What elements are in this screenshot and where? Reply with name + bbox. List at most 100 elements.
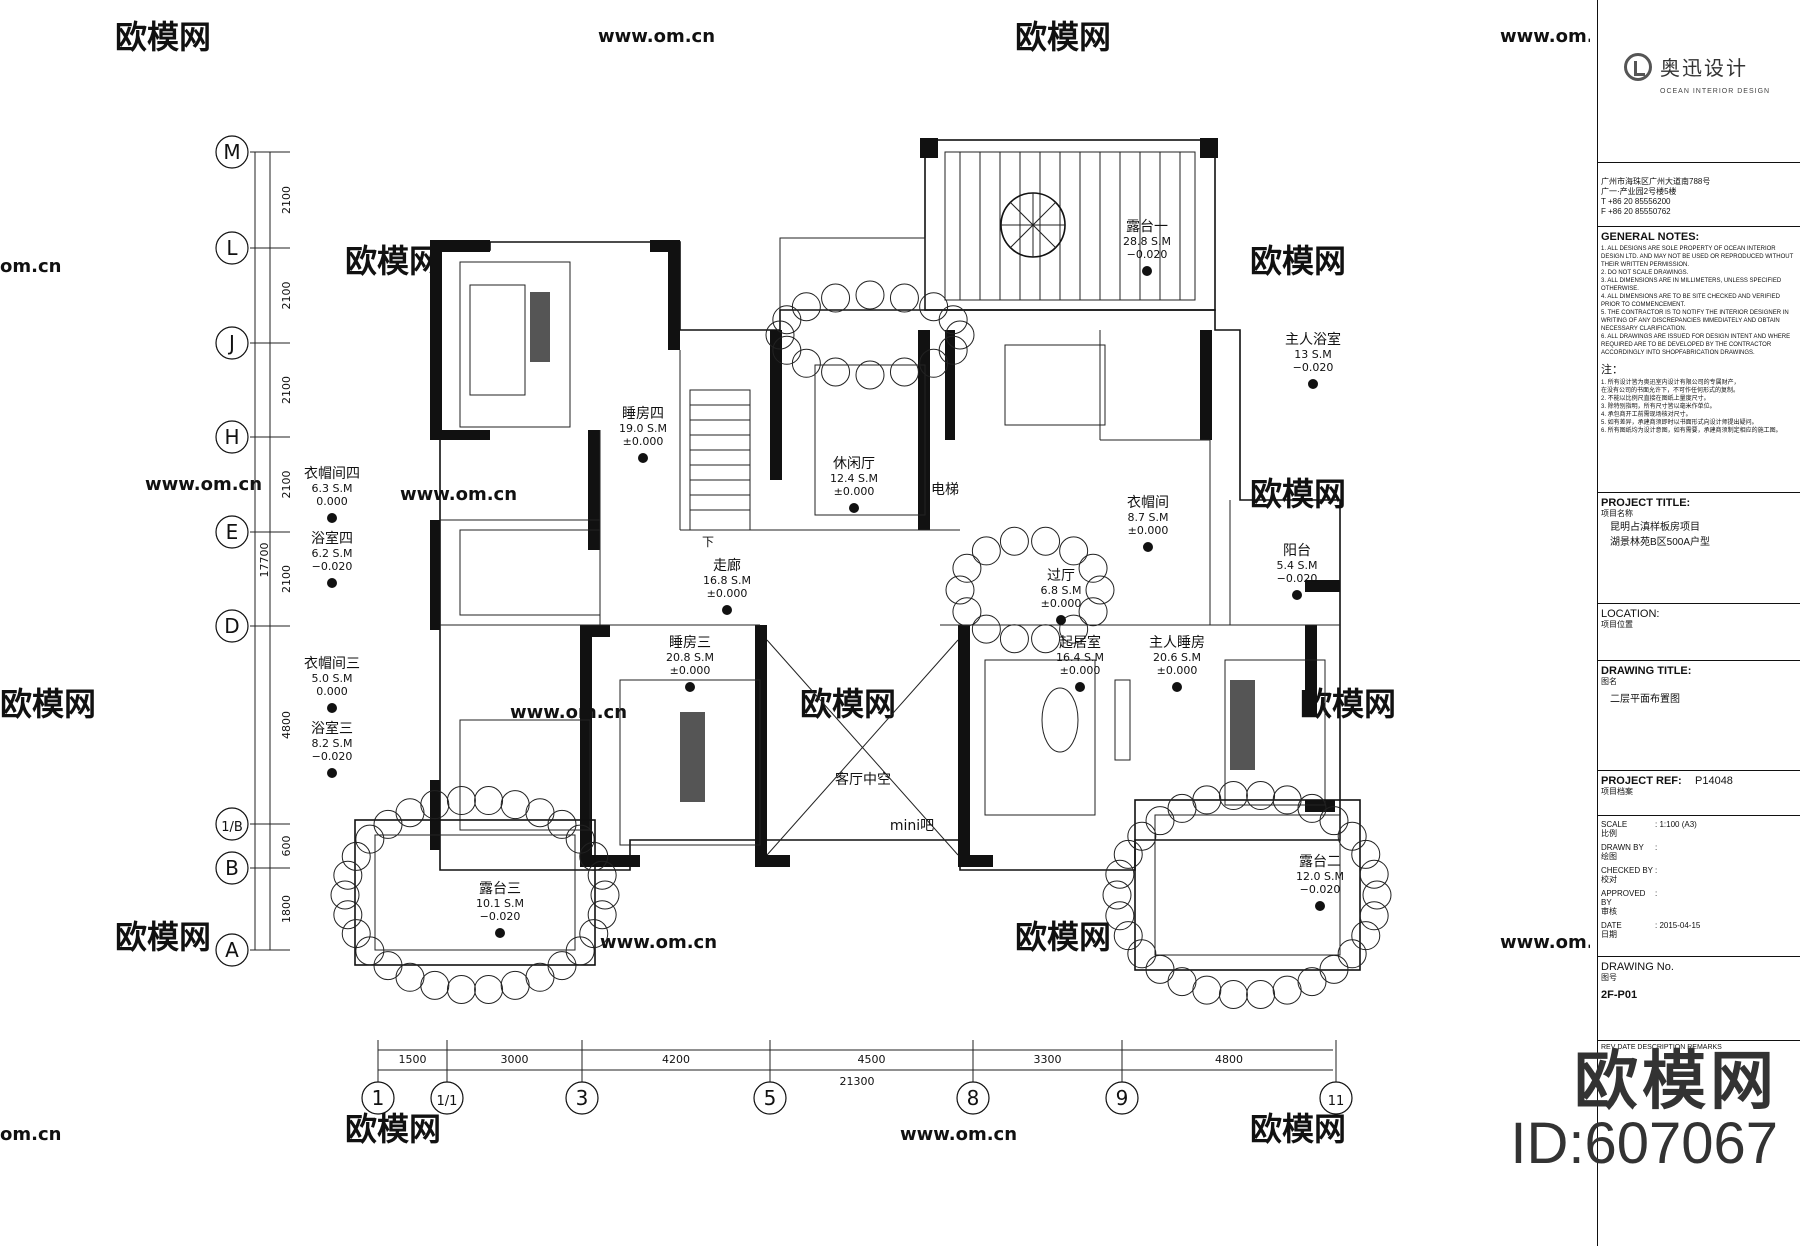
grid-column-label: 9 bbox=[1116, 1086, 1129, 1110]
vertical-dimension: 2100 bbox=[280, 186, 293, 214]
room-label: 过厅6.8 S.M±0.000 bbox=[1041, 568, 1082, 625]
room-name: 浴室三 bbox=[311, 720, 353, 737]
room-level: ±0.000 bbox=[1041, 597, 1082, 610]
project-title-section: PROJECT TITLE: 项目名称 昆明占滇样板房项目 湖景林苑B区500A… bbox=[1598, 492, 1800, 613]
grid-column-label: 1 bbox=[372, 1086, 385, 1110]
scale-cn: 比例 bbox=[1601, 829, 1617, 838]
watermark-url-text: www.om.cn bbox=[510, 702, 627, 723]
room-level: ±0.000 bbox=[1128, 524, 1169, 537]
watermark-brand-text: 欧模网 bbox=[1250, 475, 1346, 513]
drawing-title-section: DRAWING TITLE: 图名 二层平面布置图 bbox=[1598, 660, 1800, 706]
scale-label: SCALE bbox=[1601, 820, 1628, 829]
approved-by-value: : bbox=[1655, 889, 1658, 898]
room-name: 露台一 bbox=[1126, 219, 1168, 235]
room-name: 衣帽间四 bbox=[304, 466, 360, 482]
room-name: 衣帽间三 bbox=[304, 656, 360, 672]
watermark-url-text: www.om.cn bbox=[600, 932, 717, 953]
notes-chinese: 1. 所有设计皆为奥迅室内设计有限公司的专属财产， 在没有公司的书面允许下，不可… bbox=[1598, 377, 1800, 435]
watermark-url-text: www.om.cn bbox=[900, 1124, 1017, 1145]
room-level: 0.000 bbox=[316, 495, 348, 508]
revisions-section: REV DATE DESCRIPTION REMARKS bbox=[1598, 1040, 1800, 1054]
watermark-url-text: www.om.cn bbox=[145, 474, 262, 495]
notes-english: 1. ALL DESIGNS ARE SOLE PROPERTY OF OCEA… bbox=[1598, 243, 1800, 357]
grid-row-label: H bbox=[224, 425, 239, 449]
grid-row-bubble bbox=[215, 609, 249, 643]
level-marker-icon bbox=[1292, 590, 1302, 600]
room-name: mini吧 bbox=[890, 818, 934, 834]
stair-down-label: 下 bbox=[702, 535, 714, 549]
watermark-id: ID:607067 bbox=[1510, 1111, 1778, 1176]
address-line: 广一·产业园2号楼5楼 bbox=[1601, 187, 1677, 196]
horizontal-dimension-total: 21300 bbox=[840, 1075, 875, 1088]
watermarks: 欧模网欧模网欧模网欧模网欧模网欧模网欧模网欧模网欧模网欧模网欧模网欧模网www.… bbox=[0, 18, 1590, 1148]
room-level: ±0.000 bbox=[834, 485, 875, 498]
room-level: ±0.000 bbox=[623, 435, 664, 448]
location-heading: LOCATION: bbox=[1601, 608, 1660, 620]
note-en: 1. ALL DESIGNS ARE SOLE PROPERTY OF OCEA… bbox=[1601, 246, 1794, 268]
grid-row-label: M bbox=[223, 140, 240, 164]
watermark-brand-text: 欧模网 bbox=[1250, 1110, 1346, 1148]
watermark-url-text: www.om.cn bbox=[400, 484, 517, 505]
drawing-title-heading: DRAWING TITLE: bbox=[1601, 665, 1692, 677]
room-level: ±0.000 bbox=[670, 664, 711, 677]
level-marker-icon bbox=[638, 453, 648, 463]
note-en: 3. ALL DIMENSIONS ARE IN MILLIMETERS, UN… bbox=[1601, 278, 1782, 292]
watermark-brand-text: 欧模网 bbox=[800, 685, 896, 723]
note-cn: 在没有公司的书面允许下，不可作任何形式的复制。 bbox=[1601, 388, 1740, 394]
grid-row-label: L bbox=[226, 236, 238, 260]
watermark-brand-text: 欧模网 bbox=[115, 18, 211, 56]
grid-column-label: 5 bbox=[764, 1086, 777, 1110]
horizontal-dimension: 4500 bbox=[858, 1053, 886, 1066]
vertical-dimension: 2100 bbox=[280, 565, 293, 593]
checked-by-cn: 校对 bbox=[1601, 875, 1617, 884]
grid-column-label: 1/1 bbox=[437, 1094, 458, 1109]
room-area: 5.0 S.M bbox=[312, 672, 353, 685]
logo-mark-icon bbox=[1624, 52, 1652, 81]
room-area: 10.1 S.M bbox=[476, 897, 524, 910]
grid-column-bubble bbox=[1319, 1081, 1353, 1115]
living-void bbox=[766, 639, 959, 856]
general-notes-title: GENERAL NOTES: bbox=[1601, 231, 1700, 243]
checked-by-label: CHECKED BY bbox=[1601, 866, 1654, 875]
grid-column-bubble bbox=[565, 1081, 599, 1115]
level-marker-icon bbox=[1143, 542, 1153, 552]
level-marker-icon bbox=[327, 513, 337, 523]
level-marker-icon bbox=[1142, 266, 1152, 276]
address-section: 广州市海珠区广州大道南788号 广一·产业园2号楼5楼 T +86 20 855… bbox=[1598, 162, 1800, 217]
vertical-dimension: 2100 bbox=[280, 376, 293, 404]
room-name: 衣帽间 bbox=[1127, 495, 1169, 511]
title-block: 奥迅设计 OCEAN INTERIOR DESIGN 广州市海珠区广州大道南78… bbox=[1597, 0, 1800, 1246]
room-level: ±0.000 bbox=[1157, 664, 1198, 677]
horizontal-dimension: 4200 bbox=[662, 1053, 690, 1066]
company-logo: 奥迅设计 bbox=[1624, 52, 1748, 81]
bed-icon bbox=[530, 292, 1255, 802]
room-name: 浴室四 bbox=[311, 530, 353, 547]
plan-outline: 下 bbox=[330, 138, 1392, 1009]
drawing-number-value: 2F-P01 bbox=[1601, 989, 1638, 1001]
room-area: 8.2 S.M bbox=[312, 737, 353, 750]
vertical-dimension: 1800 bbox=[280, 895, 293, 923]
level-marker-icon bbox=[849, 503, 859, 513]
checked-by-value: : bbox=[1655, 866, 1658, 875]
project-title-heading: PROJECT TITLE: bbox=[1601, 497, 1691, 509]
watermark-brand: 欧模网 bbox=[1574, 1045, 1778, 1117]
room-level: −0.020 bbox=[1127, 248, 1168, 261]
grid-column-bubble bbox=[430, 1081, 464, 1115]
grid-row-bubble bbox=[215, 326, 249, 360]
watermark-brand-text: 欧模网 bbox=[1250, 242, 1346, 280]
room-label: 客厅中空 bbox=[835, 771, 891, 788]
room-name: 电梯 bbox=[931, 482, 959, 498]
room-name: 露台二 bbox=[1299, 854, 1341, 870]
room-level: −0.020 bbox=[1293, 361, 1334, 374]
logo-name: 奥迅设计 bbox=[1660, 58, 1748, 80]
room-label: 电梯 bbox=[931, 482, 959, 498]
level-marker-icon bbox=[1056, 615, 1066, 625]
